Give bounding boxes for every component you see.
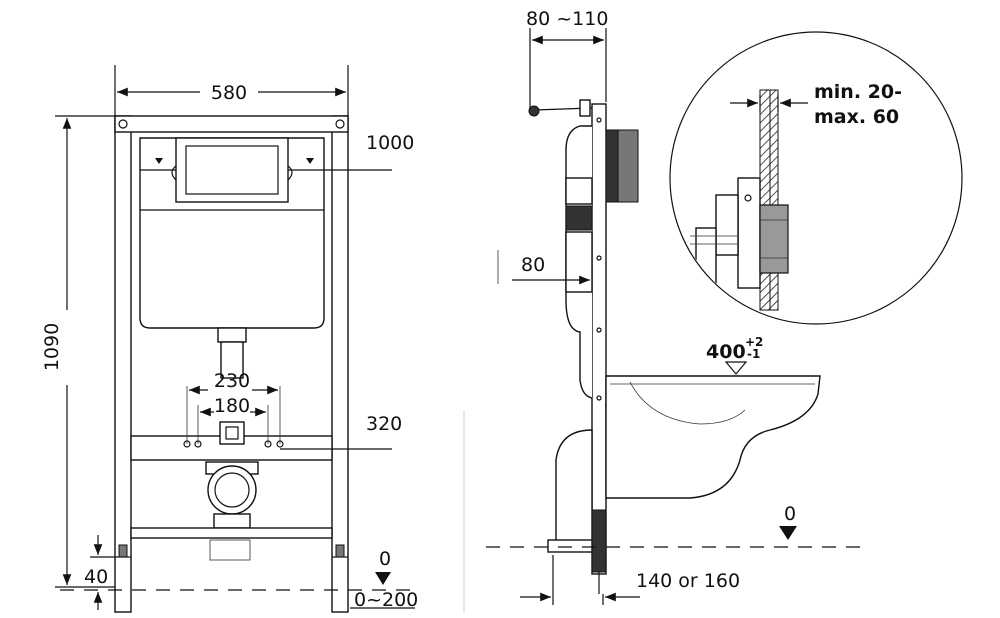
detail-view: min. 20- max. 60	[669, 31, 963, 325]
dim-top-depth-label: 80 ~110	[526, 8, 608, 30]
wc-tol-minus: -1	[747, 347, 760, 361]
wc-height-label: 400	[706, 341, 746, 363]
dim-bolt-outer-label: 230	[214, 370, 250, 392]
frame-right-post	[331, 115, 349, 613]
dim-flush-height-label: 1000	[366, 132, 414, 154]
frame-top-rail	[114, 115, 349, 133]
dim-mid-depth-label: 80	[521, 254, 545, 276]
dim-foot-label: 40	[84, 566, 108, 588]
flush-plate-opening	[175, 137, 289, 203]
side-frame	[591, 103, 607, 575]
detail-min-label: min. 20-	[814, 81, 902, 103]
toilet-bowl	[605, 375, 821, 499]
frame-left-post	[114, 115, 132, 613]
side-view: 0 80 ~110 80 400 +2 -1 140 or 160	[486, 8, 860, 605]
dim-bolt-inner-label: 180	[214, 395, 250, 417]
dim-width-label: 580	[211, 82, 247, 104]
dim-height-label: 1090	[41, 323, 63, 371]
front-view: 580 1090 1000 230 180 320 40 0 0~200	[41, 65, 420, 613]
wc-tol-plus: +2	[745, 335, 763, 349]
drain-bend	[555, 429, 593, 546]
dim-bolt-height-label: 320	[366, 413, 402, 435]
floor-zero-front: 0	[379, 548, 391, 570]
floor-range-label: 0~200	[354, 589, 418, 611]
detail-circle	[669, 31, 963, 325]
dim-bottom-label: 140 or 160	[636, 570, 740, 592]
detail-max-label: max. 60	[814, 106, 899, 128]
floor-zero-side: 0	[784, 503, 796, 525]
